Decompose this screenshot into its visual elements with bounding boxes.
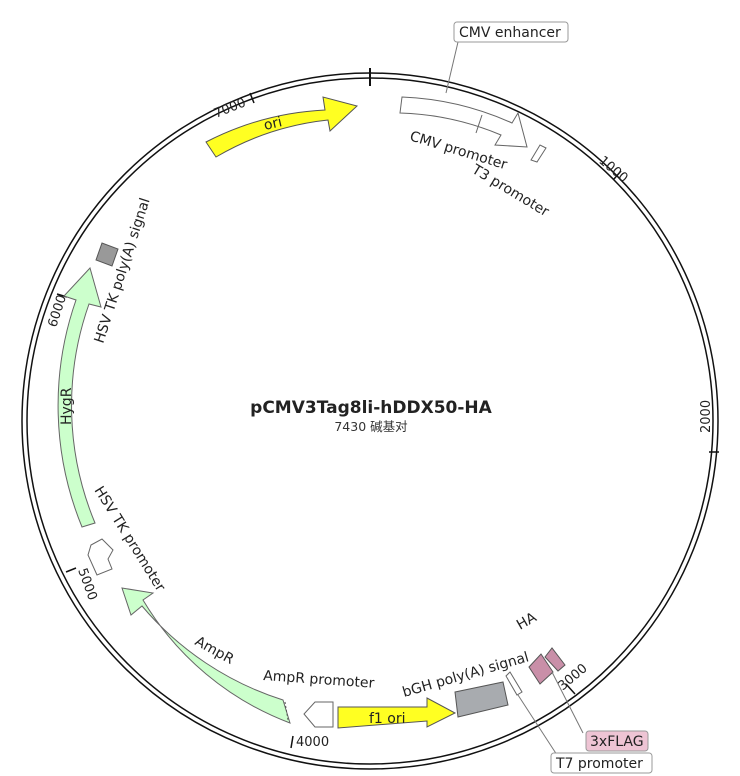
tick-label-4000: 4000 (296, 735, 329, 750)
feature-f1-ori[interactable]: f1 ori (337, 697, 457, 729)
feature-label-f1-ori: f1 ori (369, 711, 406, 727)
feature-label-ha: HA (514, 609, 540, 633)
feature-label-t3-promoter: T3 promoter (468, 161, 552, 220)
tick-4000 (290, 735, 294, 749)
tick-1000 (613, 170, 622, 180)
callout-label-cmv-enhancer: CMV enhancer (459, 25, 561, 41)
tick-7000 (249, 92, 255, 104)
feature-hygr[interactable]: HygR (57, 267, 102, 528)
tick-label-1000: 1000 (595, 153, 630, 186)
feature-ori[interactable]: ori (205, 96, 359, 158)
feature-cmv[interactable]: CMV promoter (399, 96, 528, 174)
feature-t7-promoter[interactable]: T7 promoter (505, 671, 653, 774)
callout-label-3xflag: 3xFLAG (590, 734, 644, 750)
feature-ha[interactable]: HA (514, 609, 554, 685)
feature-label-ampr-promoter: AmpR promoter (263, 668, 375, 692)
feature-label-hsv-tk-polya: HSV TK poly(A) signal (92, 196, 154, 345)
plasmid-size: 7430 碱基对 (334, 419, 407, 434)
feature-hsv-tk-polya[interactable]: HSV TK poly(A) signal (92, 196, 154, 345)
callout-cmv-enhancer: CMV enhancer (445, 21, 569, 94)
tick-3000 (565, 683, 576, 695)
callout-label-t7-promoter: T7 promoter (555, 756, 643, 772)
tick-5000 (65, 567, 77, 573)
feature-hsv-tk-promoter[interactable]: HSV TK promoter (87, 484, 168, 595)
feature-label-hygr: HygR (59, 387, 75, 425)
feature-3xflag[interactable]: 3xFLAG (544, 647, 649, 752)
tick-label-2000: 2000 (699, 400, 714, 433)
feature-label-cmv-promoter: CMV promoter (408, 129, 509, 174)
tick-label-7000: 7000 (212, 95, 248, 121)
feature-ampr[interactable]: AmpR (121, 587, 291, 724)
plasmid-name: pCMV3Tag8li-hDDX50-HA (250, 398, 493, 418)
feature-label-ori: ori (262, 114, 283, 134)
feature-ampr-promoter[interactable]: AmpR promoter (263, 668, 375, 728)
